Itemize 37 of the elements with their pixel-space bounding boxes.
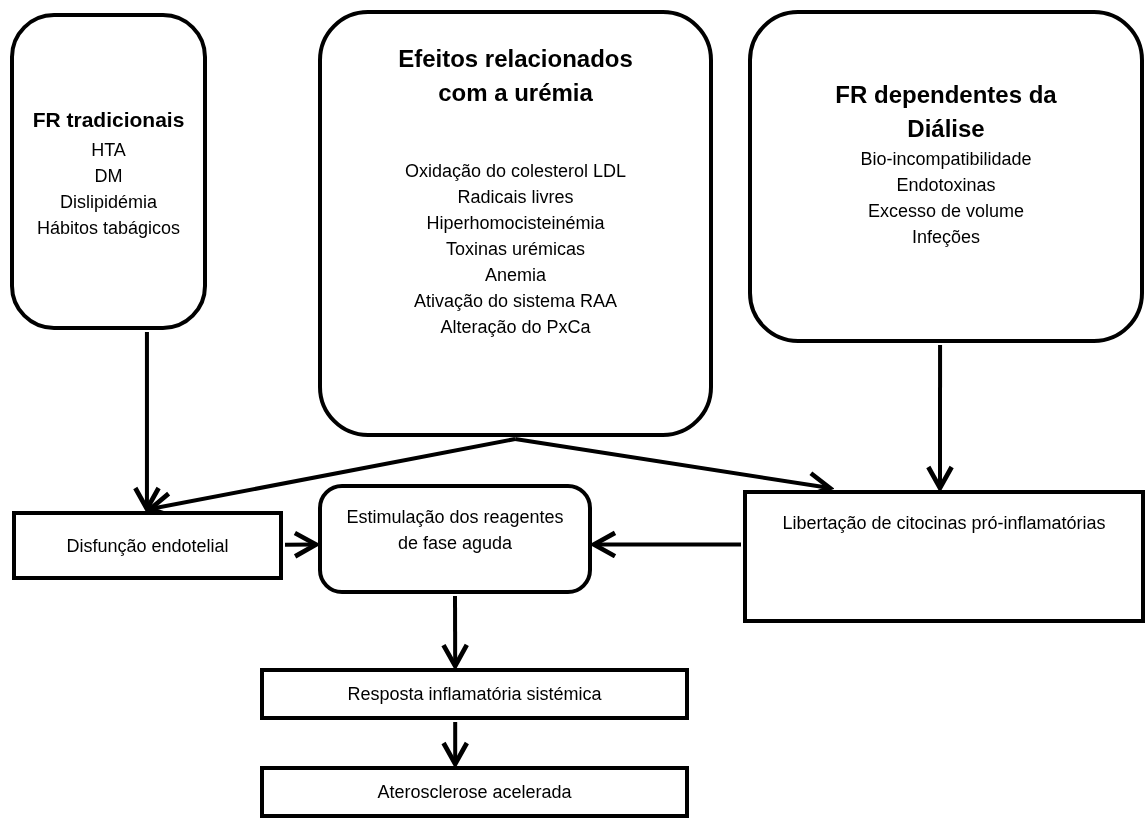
- box-text: Aterosclerose acelerada: [377, 781, 572, 804]
- list-item: DM: [94, 164, 123, 188]
- rounded-box: [318, 10, 713, 437]
- list-item: Alteração do PxCa: [440, 316, 591, 339]
- box-text: Resposta inflamatória sistémica: [347, 683, 602, 706]
- list-item: Hábitos tabágicos: [36, 216, 181, 240]
- process-box: [260, 766, 689, 818]
- list-item: Radicais livres: [457, 186, 574, 209]
- list-item: HTA: [91, 138, 126, 162]
- arrow: [591, 530, 741, 559]
- process-box: [260, 668, 689, 720]
- list-item: Hiperhomocisteinémia: [426, 212, 605, 235]
- arrow: [926, 345, 954, 491]
- rounded-box: [748, 10, 1144, 343]
- list-item: Excesso de volume: [867, 200, 1025, 223]
- list-item: Ativação do sistema RAA: [413, 290, 618, 313]
- rounded-box: [10, 13, 207, 330]
- box-text: Libertação de citocinas pró-inflamatórias: [782, 512, 1106, 535]
- list-item: Endotoxinas: [896, 174, 996, 197]
- list-item: Dislipidémia: [60, 190, 157, 214]
- box-heading: FR tradicionais: [32, 106, 185, 133]
- box-text: Estimulação dos reagentes de fase aguda: [345, 506, 565, 555]
- process-box: [743, 490, 1145, 623]
- list-item: Toxinas urémicas: [445, 238, 586, 261]
- list-item: Oxidação do colesterol LDL: [404, 160, 627, 183]
- list-item: Infeções: [911, 226, 980, 249]
- process-box: [12, 511, 283, 580]
- box-heading: Efeitos relacionados com a urémia: [397, 44, 634, 108]
- arrow: [132, 332, 161, 512]
- rounded-box: [318, 484, 592, 594]
- arrow: [284, 530, 319, 559]
- list-item: Anemia: [485, 264, 546, 287]
- arrow: [441, 596, 470, 669]
- arrow: [441, 722, 470, 767]
- box-heading: FR dependentes da Diálise: [834, 80, 1058, 144]
- list-item: Bio-incompatibilidade: [860, 148, 1032, 171]
- box-text: Disfunção endotelial: [66, 534, 229, 558]
